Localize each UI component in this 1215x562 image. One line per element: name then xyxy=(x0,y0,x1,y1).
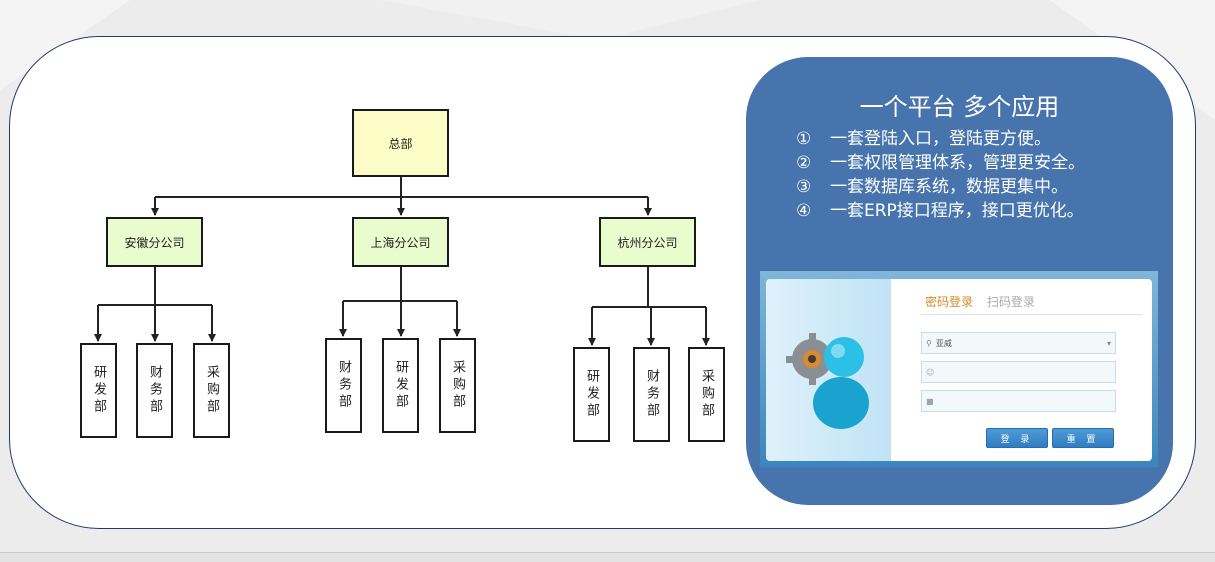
hq-node: 总部 xyxy=(352,109,449,177)
login-form: 密码登录 扫码登录 ⚲ 亚威 ▾ ☺ ■ 登 录 重 置 xyxy=(890,279,1152,461)
dept-node: 研发部 xyxy=(573,347,610,442)
reset-button[interactable]: 重 置 xyxy=(1052,428,1114,448)
panel-title: 一个平台 多个应用 xyxy=(859,93,1060,121)
feature-number: ② xyxy=(796,153,812,173)
dept-node: 研发部 xyxy=(80,343,117,438)
password-field[interactable]: ■ xyxy=(921,390,1116,412)
login-tabs: 密码登录 扫码登录 xyxy=(925,293,1035,310)
login-button[interactable]: 登 录 xyxy=(986,428,1048,448)
feature-text: 一套ERP接口程序，接口更优化。 xyxy=(830,201,1084,221)
branch-node-hangzhou: 杭州分公司 xyxy=(599,217,696,267)
dept-node: 采购部 xyxy=(688,347,725,442)
feature-text: 一套数据库系统，数据更集中。 xyxy=(830,177,1068,197)
tab-scan-login[interactable]: 扫码登录 xyxy=(986,295,1035,309)
user-icon: ☺ xyxy=(926,367,935,377)
login-illustration xyxy=(766,279,890,461)
branch-node-shanghai: 上海分公司 xyxy=(352,217,449,267)
dept-node: 采购部 xyxy=(439,338,476,433)
feature-number: ③ xyxy=(796,177,812,197)
dept-node: 财务部 xyxy=(325,338,362,433)
company-select[interactable]: ⚲ 亚威 ▾ xyxy=(921,332,1116,354)
dept-node: 财务部 xyxy=(633,347,670,442)
username-field[interactable]: ☺ xyxy=(921,361,1116,383)
search-icon: ⚲ xyxy=(926,338,932,348)
feature-item: ③ 一套数据库系统，数据更集中。 xyxy=(796,175,1085,199)
feature-list: ① 一套登陆入口，登陆更方便。 ② 一套权限管理体系，管理更安全。 ③ 一套数据库系统… xyxy=(796,127,1085,223)
tab-divider xyxy=(921,314,1142,315)
bottom-bar xyxy=(0,552,1215,562)
feature-text: 一套权限管理体系，管理更安全。 xyxy=(830,153,1085,173)
chevron-down-icon: ▾ xyxy=(1106,338,1111,348)
feature-item: ④ 一套ERP接口程序，接口更优化。 xyxy=(796,199,1085,223)
login-screenshot: 密码登录 扫码登录 ⚲ 亚威 ▾ ☺ ■ 登 录 重 置 xyxy=(760,271,1158,467)
dept-node: 研发部 xyxy=(382,338,419,433)
feature-item: ② 一套权限管理体系，管理更安全。 xyxy=(796,151,1085,175)
company-value: 亚威 xyxy=(935,338,952,348)
login-window: 密码登录 扫码登录 ⚲ 亚威 ▾ ☺ ■ 登 录 重 置 xyxy=(766,279,1152,461)
feature-number: ④ xyxy=(796,201,812,221)
tab-password-login[interactable]: 密码登录 xyxy=(925,295,974,309)
platform-panel: 一个平台 多个应用 ① 一套登陆入口，登陆更方便。 ② 一套权限管理体系，管理更安全… xyxy=(746,57,1173,505)
lock-icon: ■ xyxy=(926,396,934,406)
dept-node: 财务部 xyxy=(136,343,173,438)
dept-node: 采购部 xyxy=(193,343,230,438)
branch-node-anhui: 安徽分公司 xyxy=(106,217,203,267)
feature-item: ① 一套登陆入口，登陆更方便。 xyxy=(796,127,1085,151)
feature-text: 一套登陆入口，登陆更方便。 xyxy=(830,129,1051,149)
feature-number: ① xyxy=(796,129,812,149)
user-gear-icon xyxy=(786,333,869,429)
